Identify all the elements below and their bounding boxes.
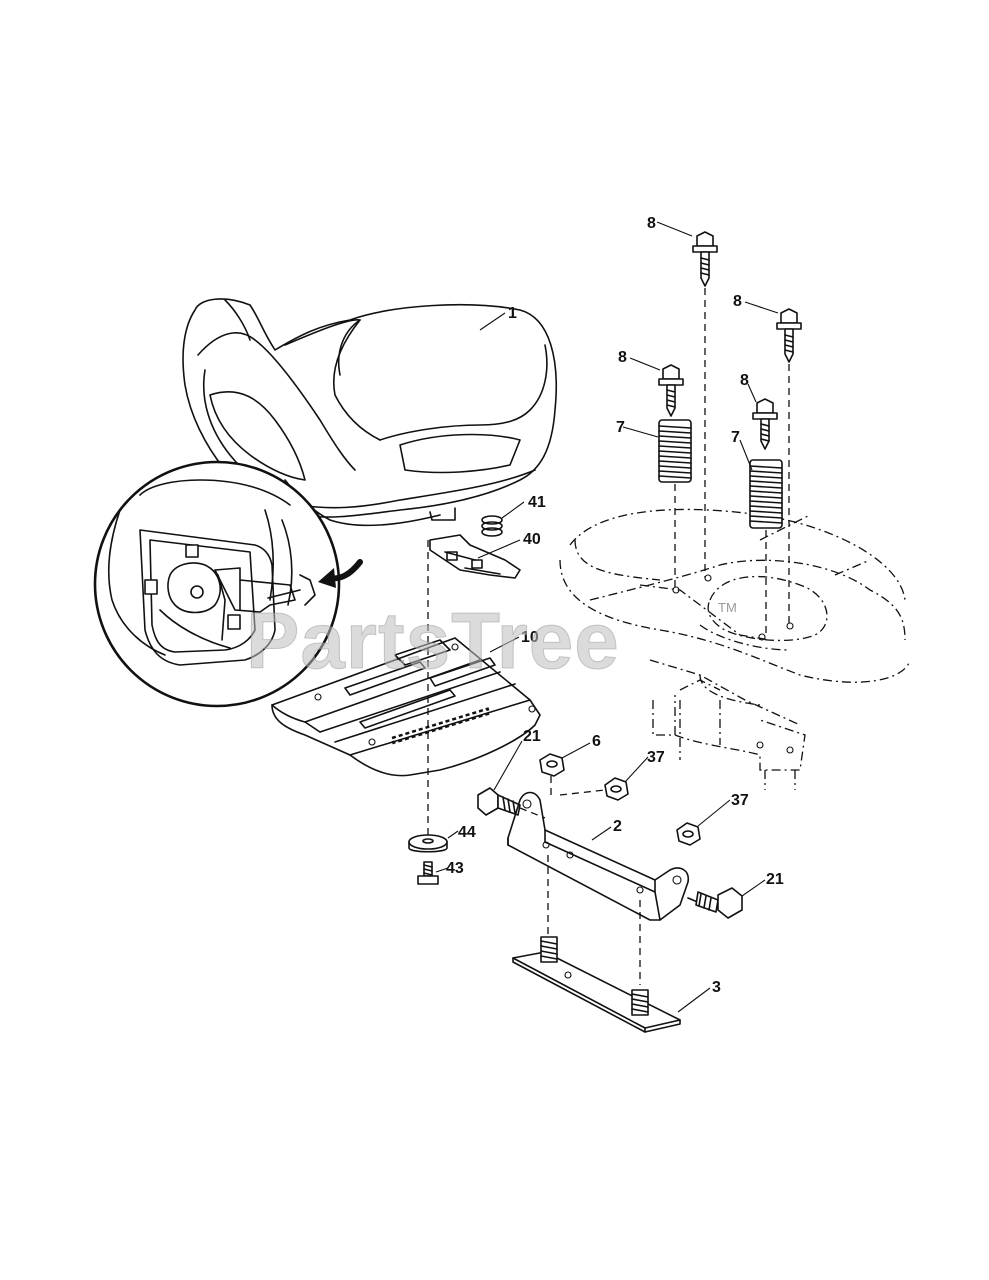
washer-44 (408, 834, 448, 853)
seat-pan-slots (390, 707, 491, 745)
label-44: 44 (458, 824, 476, 841)
centerline-37 (559, 789, 606, 796)
label-8-a: 8 (647, 215, 656, 232)
spring-7-left (658, 419, 692, 483)
fender-phantom (559, 508, 911, 790)
part-labels: 1 8 8 8 8 7 7 41 40 10 21 6 37 37 2 44 4… (446, 215, 784, 996)
stud-right (631, 989, 649, 1016)
leader-lines (435, 221, 779, 1013)
stud-left (540, 936, 558, 963)
latch-detail-callout (93, 460, 341, 708)
seat-pan (271, 637, 541, 777)
bolt-43 (417, 861, 439, 885)
bolt-8-d (752, 398, 778, 450)
label-21-right: 21 (766, 871, 784, 888)
label-21-left: 21 (523, 728, 541, 745)
spring-41 (481, 515, 503, 537)
rotate-arrow-icon (318, 559, 363, 588)
label-10: 10 (521, 629, 539, 646)
bolt-8-b (776, 308, 802, 363)
clip-40 (429, 534, 521, 579)
watermark-trademark: TM (718, 600, 737, 615)
label-43: 43 (446, 860, 464, 877)
watermark-text: PartsTree (246, 596, 620, 685)
label-8-c: 8 (618, 349, 627, 366)
label-3: 3 (712, 979, 721, 996)
label-8-d: 8 (740, 372, 749, 389)
label-40: 40 (523, 531, 541, 548)
label-7-left: 7 (616, 419, 625, 436)
watermark: PartsTree TM (246, 596, 737, 686)
label-8-b: 8 (733, 293, 742, 310)
label-37-lower: 37 (731, 792, 749, 809)
bolt-8-c (658, 364, 684, 417)
label-41: 41 (528, 494, 546, 511)
bolt-8-a (692, 231, 718, 287)
label-37-upper: 37 (647, 749, 665, 766)
nut-37-upper (604, 777, 629, 801)
spring-7-right (749, 459, 783, 529)
bolt-21-right (687, 887, 743, 919)
label-6: 6 (592, 733, 601, 750)
bracket-2 (507, 791, 690, 921)
label-7-right: 7 (731, 429, 740, 446)
nut-37-lower (676, 822, 701, 846)
bolt-21-left (477, 787, 546, 819)
label-2: 2 (613, 818, 622, 835)
bolt-centerlines (674, 288, 790, 637)
base-plate-3 (512, 936, 681, 1033)
label-1: 1 (508, 305, 517, 322)
nut-6 (539, 753, 565, 800)
